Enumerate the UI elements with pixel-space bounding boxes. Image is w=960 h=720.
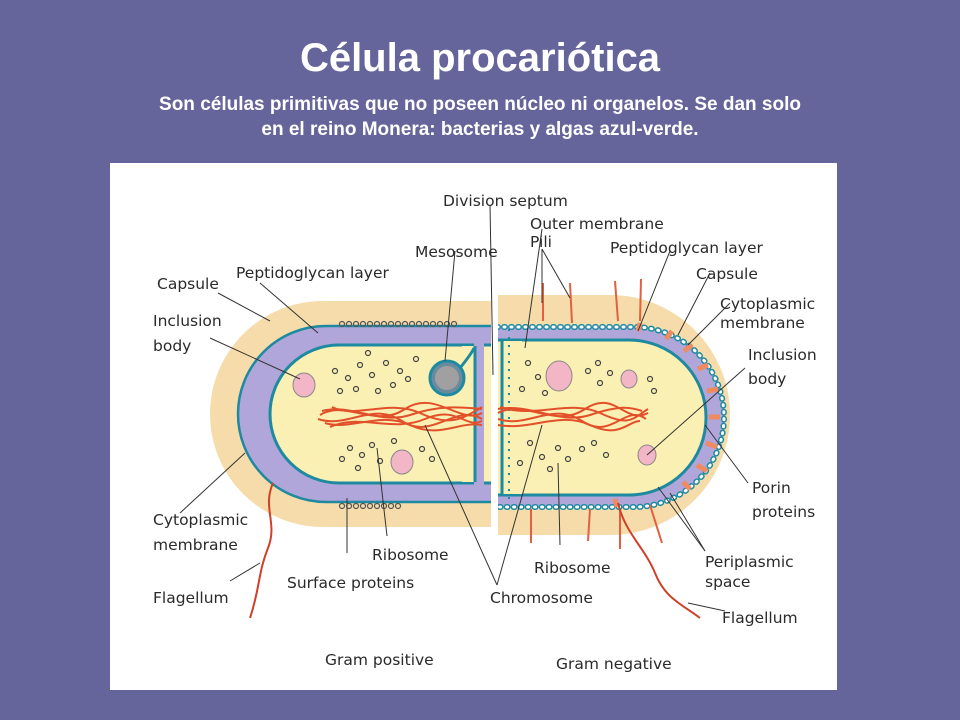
label-periplasmic-1: Periplasmic — [705, 553, 794, 571]
surface-proteins-dots — [338, 320, 458, 510]
label-porin-2: proteins — [752, 503, 815, 521]
label-flagellum-right: Flagellum — [722, 609, 798, 627]
label-ribosome-right: Ribosome — [534, 559, 611, 577]
label-surface-proteins: Surface proteins — [287, 574, 414, 592]
slide-title: Célula procariótica — [299, 36, 661, 80]
inclusion-body-right-1 — [545, 360, 573, 392]
inclusion-body-left-2 — [390, 449, 414, 475]
label-cytoplasmic-right-1: Cytoplasmic — [720, 295, 815, 313]
inclusion-body-right-2 — [620, 369, 638, 389]
label-peptidoglycan-right: Peptidoglycan layer — [610, 239, 763, 257]
flagellum-left — [249, 482, 274, 619]
slide-subtitle: Son células primitivas que no poseen núc… — [60, 92, 900, 142]
flagellum-right — [617, 502, 701, 619]
label-inclusion-left-2: body — [153, 337, 191, 355]
label-inclusion-right-1: Inclusion — [748, 346, 817, 364]
label-porin-1: Porin — [752, 479, 791, 497]
label-gram-negative: Gram negative — [556, 655, 672, 673]
leader-lines — [179, 228, 749, 612]
label-inclusion-right-2: body — [748, 370, 786, 388]
cell-diagram-panel: Division septum Outer membrane Pili Pept… — [110, 163, 837, 690]
label-periplasmic-2: space — [705, 573, 750, 591]
division-septum-line — [489, 204, 494, 376]
subtitle-line-1: Son células primitivas que no poseen núc… — [159, 94, 801, 115]
chromosome-left — [317, 402, 483, 432]
label-chromosome: Chromosome — [490, 589, 593, 607]
chromosome-right — [497, 401, 649, 432]
outer-membrane-dots — [498, 325, 726, 509]
label-mesosome: Mesosome — [415, 243, 498, 261]
pili — [530, 278, 663, 549]
label-capsule-left: Capsule — [157, 275, 219, 293]
label-capsule-right: Capsule — [696, 265, 758, 283]
prokaryotic-cell-diagram: Division septum Outer membrane Pili Pept… — [153, 192, 817, 673]
label-cytoplasmic-left-2: membrane — [153, 536, 238, 554]
label-cytoplasmic-right-2: membrane — [720, 314, 805, 332]
label-gram-positive: Gram positive — [325, 651, 434, 669]
label-division-septum: Division septum — [443, 192, 568, 210]
ribosomes-right — [516, 359, 658, 473]
ribosomes-left — [331, 349, 436, 472]
label-peptidoglycan-left: Peptidoglycan layer — [236, 264, 389, 282]
label-cytoplasmic-left-1: Cytoplasmic — [153, 511, 248, 529]
label-outer-membrane: Outer membrane — [530, 215, 664, 233]
label-flagellum-left: Flagellum — [153, 589, 229, 607]
label-inclusion-left-1: Inclusion — [153, 312, 222, 330]
mesosome — [428, 347, 476, 397]
inclusion-body-left-1 — [292, 372, 316, 398]
subtitle-line-2: en el reino Monera: bacterias y algas az… — [261, 119, 699, 140]
label-ribosome-left: Ribosome — [372, 546, 449, 564]
label-pili: Pili — [530, 233, 552, 251]
